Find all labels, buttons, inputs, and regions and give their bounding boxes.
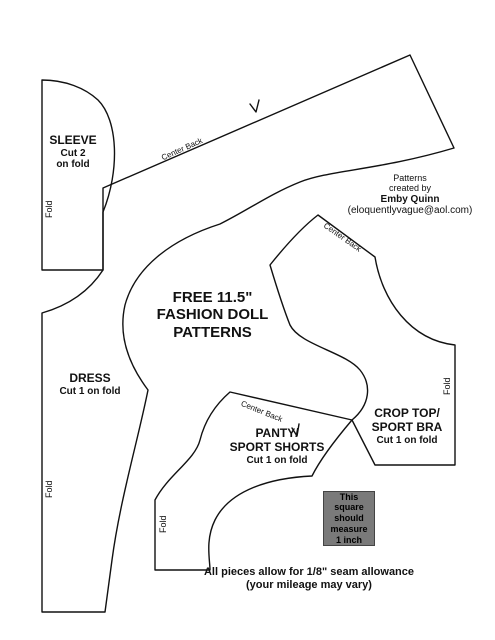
footer-note: All pieces allow for 1/8" seam allowance… — [190, 566, 428, 591]
sleeve-cut2: on fold — [56, 159, 90, 171]
sleeve-name: SLEEVE — [49, 133, 97, 147]
dress-cut: Cut 1 on fold — [59, 385, 121, 397]
dress-notch — [249, 99, 260, 113]
dress-name: DRESS — [69, 371, 111, 385]
credit-name: Emby Quinn — [380, 193, 440, 205]
panty-label: PANTY/ SPORT SHORTS Cut 1 on fold — [218, 426, 336, 466]
measurement-square-text: This square should measure 1 inch — [324, 492, 374, 546]
sleeve-label: SLEEVE Cut 2 on fold — [46, 133, 100, 171]
panty-name1: PANTY/ — [255, 426, 299, 440]
crop-top-cut: Cut 1 on fold — [376, 434, 438, 446]
square-line1: This square — [334, 491, 364, 513]
panty-fold-label: Fold — [158, 515, 168, 533]
dress-fold-label: Fold — [44, 480, 54, 498]
square-line2: should measure — [330, 513, 368, 534]
crop-top-fold-label: Fold — [442, 377, 452, 395]
title-line1: FREE 11.5" — [172, 289, 253, 306]
dress-label: DRESS Cut 1 on fold — [58, 371, 122, 397]
credit-line1: Patterns — [393, 173, 427, 183]
credit-line2: created by — [388, 183, 432, 194]
crop-top-name2: SPORT BRA — [371, 419, 443, 434]
dress-outline — [41, 54, 455, 613]
measurement-square: This square should measure 1 inch — [323, 491, 375, 546]
panty-outline — [154, 391, 353, 571]
sleeve-cut1: Cut 2 — [60, 147, 86, 159]
sleeve-outline — [41, 79, 116, 271]
credit-email: (eloquentlyvague@aol.com) — [347, 205, 473, 217]
footer-line1: All pieces allow for 1/8" seam allowance — [203, 566, 415, 578]
panty-name2: SPORT SHORTS — [229, 439, 325, 454]
panty-cut: Cut 1 on fold — [246, 454, 308, 466]
crop-top-name1: CROP TOP/ — [374, 406, 440, 420]
credit-block: Patterns created by Emby Quinn (eloquent… — [345, 173, 475, 217]
sleeve-fold-label: Fold — [44, 200, 54, 218]
title-line3: PATTERNS — [173, 323, 252, 341]
main-title: FREE 11.5" FASHION DOLL PATTERNS — [155, 289, 270, 341]
crop-top-label: CROP TOP/ SPORT BRA Cut 1 on fold — [363, 406, 451, 446]
crop-top-outline — [269, 214, 456, 466]
panty-notch — [291, 423, 300, 437]
title-line2: FASHION DOLL — [156, 306, 269, 324]
square-line3: 1 inch — [335, 534, 362, 545]
footer-line2: (your mileage may vary) — [246, 578, 372, 591]
